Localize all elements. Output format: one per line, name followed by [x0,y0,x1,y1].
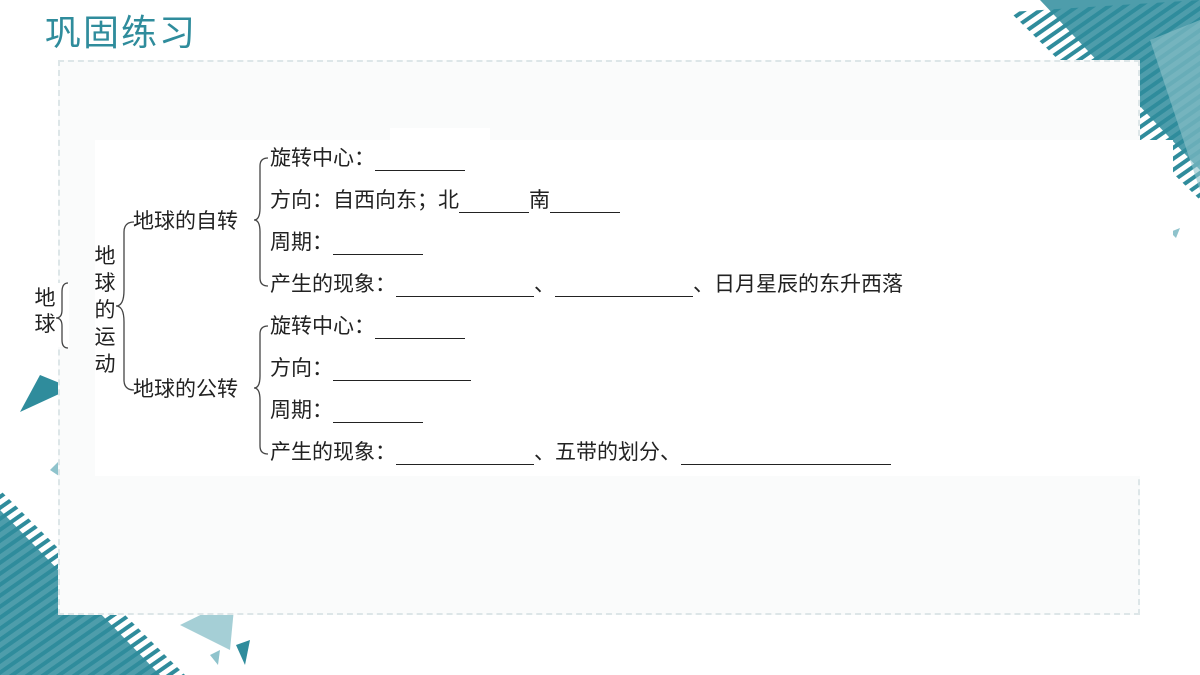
diagram-card [95,140,1173,476]
top-right-light-triangle [1150,20,1200,190]
rotation-direction-line: 方向：自西向东；北 南 [270,187,620,213]
slide-title: 巩固练习 [45,13,198,54]
revolution-period-line: 周期： [270,397,423,423]
rotation-south-blank[interactable] [550,192,620,213]
rotation-period-blank[interactable] [333,234,423,255]
rotation-phenomena-blank-2[interactable] [555,276,693,297]
rotation-phenomena-label: 产生的现象： [270,272,396,296]
rotation-center-line: 旋转中心： [270,145,465,171]
revolution-brace [253,325,269,455]
rotation-phenomena-sep: 、 [534,272,555,296]
bottom-small-triangle [236,640,250,665]
movement-label: 地球的运动 [94,244,116,376]
rotation-period-line: 周期： [270,229,423,255]
revolution-phenomena-blank-1[interactable] [396,444,534,465]
revolution-center-label: 旋转中心： [270,314,375,338]
revolution-phenomena-blank-2[interactable] [681,444,891,465]
rotation-period-label: 周期： [270,230,333,254]
revolution-direction-label: 方向： [270,356,333,380]
rotation-center-label: 旋转中心： [270,146,375,170]
rotation-label: 地球的自转 [133,209,238,233]
rotation-north-blank[interactable] [459,192,529,213]
rotation-phenomena-line: 产生的现象： 、 、日月星辰的东升西落 [270,271,903,297]
revolution-phenomena-label: 产生的现象： [270,440,396,464]
revolution-direction-blank[interactable] [333,360,471,381]
revolution-period-blank[interactable] [333,402,423,423]
rotation-south-label: 南 [529,188,550,212]
small-right-triangle [1170,228,1180,238]
revolution-center-line: 旋转中心： [270,313,465,339]
revolution-center-blank[interactable] [375,318,465,339]
rotation-brace [253,157,269,287]
rotation-phenomena-blank-1[interactable] [396,276,534,297]
root-label: 地球 [34,286,56,336]
root-brace [55,282,69,349]
rotation-phenomena-suffix: 、日月星辰的东升西落 [693,272,903,296]
rotation-direction-label: 方向：自西向东；北 [270,188,459,212]
revolution-direction-line: 方向： [270,355,471,381]
rotation-center-blank[interactable] [375,150,465,171]
revolution-label: 地球的公转 [133,377,238,401]
bottom-small-triangle-2 [210,650,220,665]
revolution-phenomena-mid: 、五带的划分、 [534,440,681,464]
revolution-phenomena-line: 产生的现象： 、五带的划分、 [270,439,891,465]
movement-brace [115,221,135,391]
card-tab [390,128,490,142]
revolution-period-label: 周期： [270,398,333,422]
